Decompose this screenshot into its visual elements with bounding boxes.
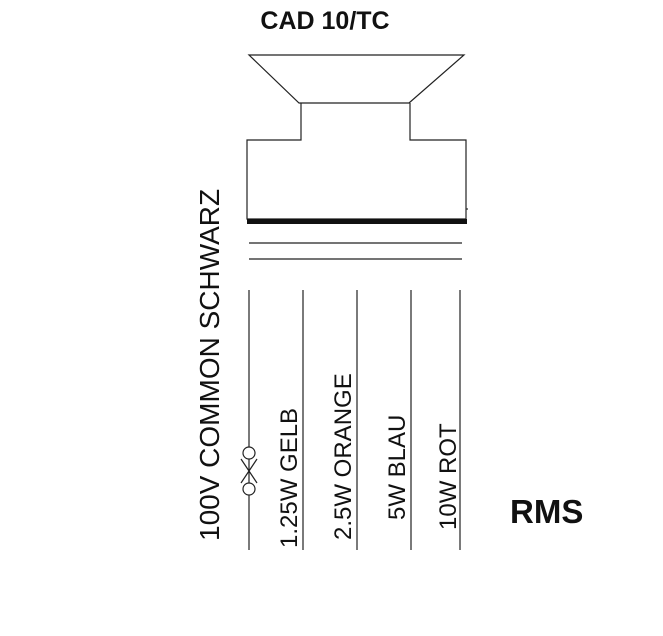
common-label: 100V COMMON SCHWARZ [194,189,225,541]
tap-label-4: 10W ROT [435,423,462,530]
speaker-icon [246,54,468,260]
tap-label-1: 1.25W GELB [276,408,303,548]
rms-label: RMS [510,493,583,530]
tap-label-3: 5W BLAU [384,415,411,520]
connector-icon [240,446,258,496]
diagram-title: CAD 10/TC [260,7,389,35]
transformer-plate [247,219,467,224]
wire-group [248,290,461,550]
tap-label-2: 2.5W ORANGE [330,373,357,540]
